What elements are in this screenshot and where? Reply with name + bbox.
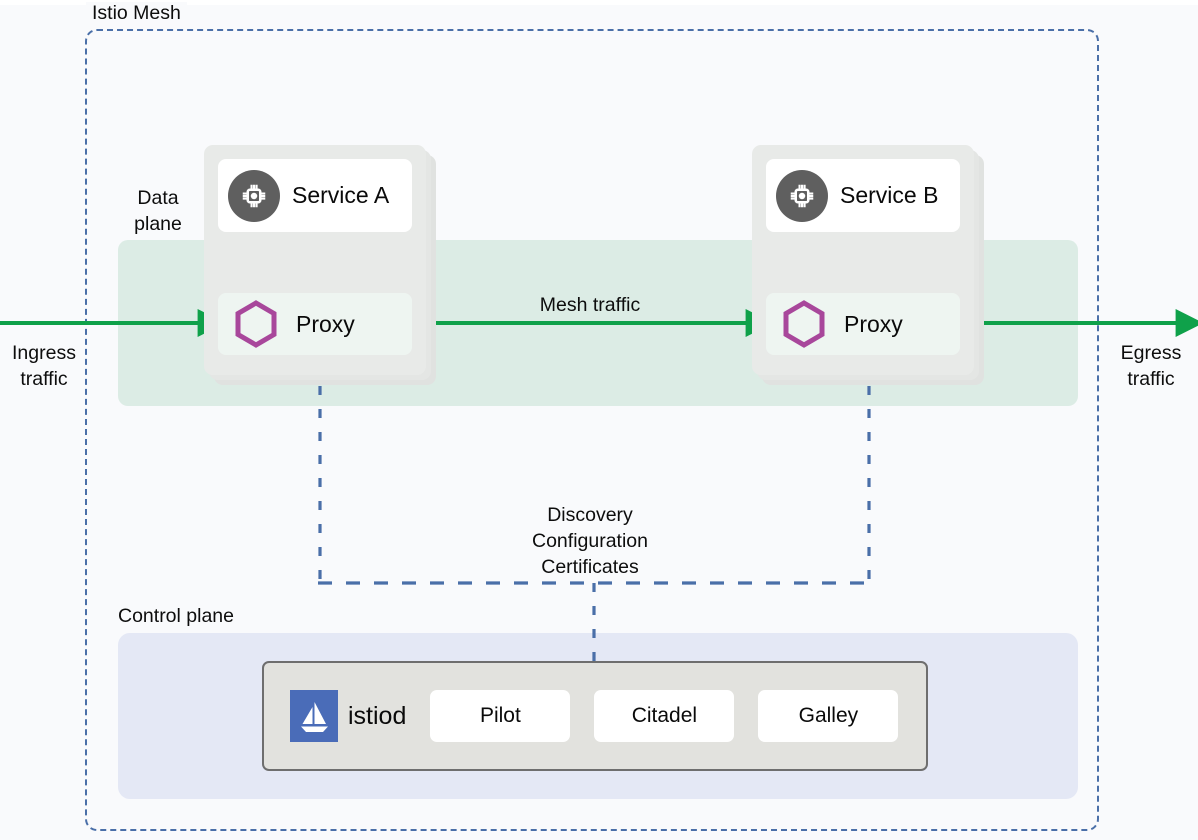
istio-sailboat-logo	[290, 690, 338, 742]
data-plane-label-line1: Data	[137, 187, 179, 209]
pod-service-a[interactable]: Service A Proxy	[204, 145, 436, 385]
proxy-a-label: Proxy	[296, 310, 355, 337]
egress-traffic-label-line1: Egress	[1120, 342, 1182, 364]
mesh-traffic-label: Mesh traffic	[539, 294, 641, 316]
component-pilot[interactable]: Pilot	[430, 690, 571, 742]
service-a-label: Service A	[292, 182, 390, 208]
istio-mesh-boundary	[85, 29, 1099, 831]
pod-service-b[interactable]: Service B Proxy	[752, 145, 984, 385]
hexagon-envoy-icon	[230, 298, 282, 350]
service-a-card[interactable]: Service A	[218, 159, 412, 232]
proxy-a-card[interactable]: Proxy	[218, 293, 412, 355]
istiod-container[interactable]: istiod Pilot Citadel Galley	[262, 661, 928, 771]
discovery-label-line3: Certificates	[541, 556, 639, 578]
discovery-label-line2: Configuration	[532, 530, 648, 552]
ingress-traffic-label: Ingress traffic	[4, 340, 84, 392]
ingress-traffic-label-line1: Ingress	[12, 342, 76, 364]
proxy-b-label: Proxy	[844, 310, 903, 337]
control-plane-label: Control plane	[118, 605, 234, 627]
ingress-traffic-label-line2: traffic	[20, 368, 68, 390]
istio-mesh-label: Istio Mesh	[86, 2, 187, 25]
istiod-brand: istiod	[290, 690, 406, 742]
top-white-strip	[0, 0, 1198, 5]
istiod-label: istiod	[348, 701, 407, 730]
egress-traffic-label-line2: traffic	[1127, 368, 1175, 390]
component-citadel[interactable]: Citadel	[594, 690, 735, 742]
cpu-chip-icon	[776, 169, 828, 222]
data-plane-label-line2: plane	[134, 213, 182, 235]
proxy-b-card[interactable]: Proxy	[766, 293, 960, 355]
service-b-label: Service B	[840, 182, 939, 208]
discovery-config-certs-label: Discovery Configuration Certificates	[490, 502, 690, 580]
egress-traffic-label: Egress traffic	[1110, 340, 1192, 392]
hexagon-envoy-icon	[778, 298, 830, 350]
component-galley[interactable]: Galley	[758, 690, 899, 742]
service-b-card[interactable]: Service B	[766, 159, 960, 232]
discovery-label-line1: Discovery	[547, 504, 633, 526]
data-plane-label: Data plane	[118, 185, 198, 237]
cpu-chip-icon	[228, 169, 280, 222]
